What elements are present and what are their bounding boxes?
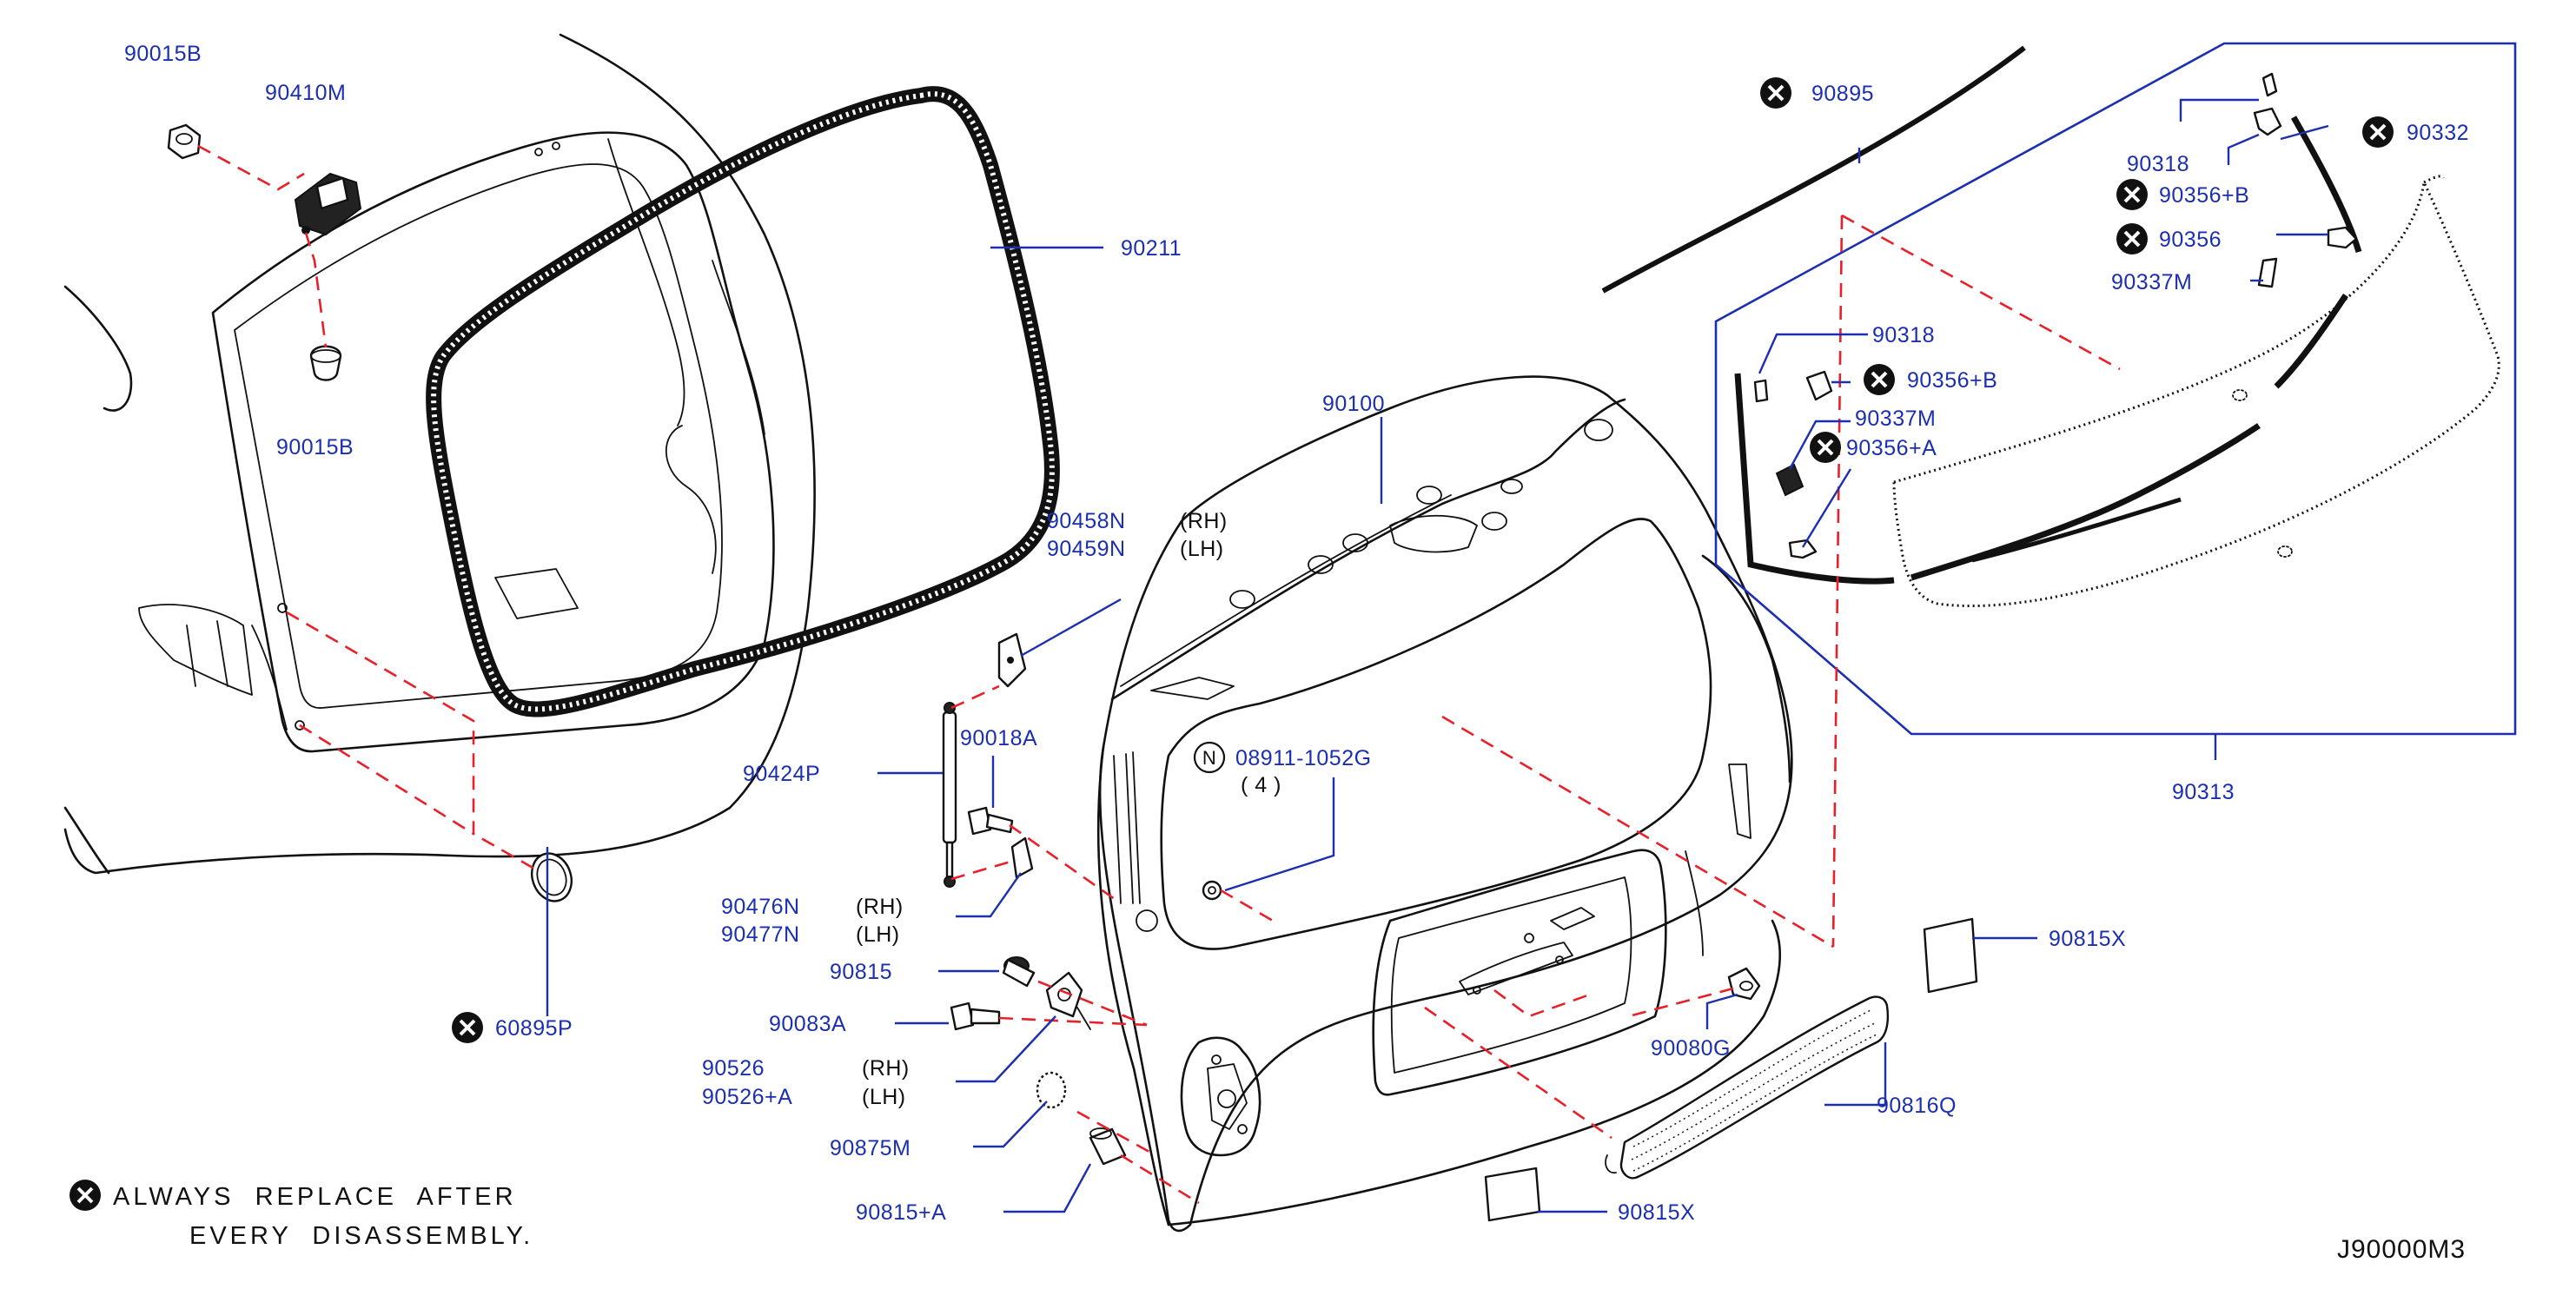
gas-strut-90424P [942, 702, 957, 888]
label-90080G: 90080G [1651, 1036, 1731, 1061]
clip-90080G [1727, 967, 1761, 1001]
label-90459N: 90459N [1047, 537, 1126, 561]
pad-90815X-bottom [1484, 1167, 1541, 1222]
x-circle-icon-90332 [2362, 116, 2394, 148]
label-90816Q: 90816Q [1877, 1094, 1957, 1118]
label-90313: 90313 [2172, 780, 2235, 804]
label-90015B-top: 90015B [124, 42, 202, 66]
bumper-90815 [1002, 956, 1036, 988]
garnish-90816Q [1605, 995, 1889, 1180]
label-90100: 90100 [1322, 392, 1385, 416]
x-circle-icon-60895P [452, 1012, 483, 1043]
glass-clips [1753, 72, 2358, 559]
back-glass-90313 [1734, 116, 2500, 608]
label-90015B-bottom: 90015B [276, 435, 354, 459]
label-90356: 90356 [2159, 228, 2222, 252]
side-lh-90477N: (LH) [856, 922, 900, 947]
leader-lines [546, 98, 2329, 1213]
side-rh-90526: (RH) [862, 1056, 910, 1081]
diagram-code: J90000M3 [2337, 1235, 2466, 1264]
n-circle-letter: N [1202, 747, 1216, 769]
label-90337M-top: 90337M [2111, 270, 2192, 294]
label-90356B-mid: 90356+B [1907, 368, 1997, 393]
label-08911-qty: ( 4 ) [1241, 773, 1281, 797]
x-circle-icon-90356B-mid [1864, 364, 1895, 395]
legend-line-1: ALWAYS REPLACE AFTER [113, 1183, 517, 1211]
label-08911-1052G: 08911-1052G [1235, 746, 1372, 770]
x-circle-icon-legend [70, 1180, 101, 1211]
label-90083A: 90083A [769, 1012, 846, 1036]
lock-90526 [1045, 971, 1091, 1030]
dashed-guide-lines [197, 144, 2121, 1205]
pad-90815X-right [1923, 917, 1978, 994]
label-90318-mid: 90318 [1872, 323, 1935, 347]
bumper-90875M [1036, 1071, 1067, 1109]
label-90332: 90332 [2407, 121, 2469, 145]
label-90211: 90211 [1121, 236, 1182, 261]
label-90815X-bottom: 90815X [1618, 1200, 1695, 1225]
n-circle-icon: N [1193, 741, 1226, 774]
back-door-panel-90100 [1096, 375, 1793, 1233]
label-90477N: 90477N [721, 922, 800, 947]
label-90018A: 90018A [960, 726, 1037, 750]
label-90895: 90895 [1811, 82, 1874, 106]
label-90410M: 90410M [265, 81, 346, 105]
weatherstrip-90211 [426, 86, 1060, 717]
nut-90015B-top [167, 123, 202, 160]
label-90476N: 90476N [721, 895, 800, 919]
x-circle-icon-90356B-top [2116, 179, 2148, 210]
label-90356B-top: 90356+B [2159, 183, 2249, 208]
label-90458N: 90458N [1047, 509, 1126, 533]
glass-assembly-frame [1714, 42, 2517, 736]
label-90815X-right: 90815X [2049, 927, 2126, 951]
body-opening-outline [63, 33, 816, 875]
roof-edge-90895 [1601, 45, 2026, 294]
label-90815A: 90815+A [856, 1200, 946, 1225]
hinge-90410M [294, 172, 362, 236]
label-90526: 90526 [702, 1056, 765, 1081]
label-90424P: 90424P [743, 762, 820, 786]
label-90356A: 90356+A [1846, 436, 1937, 460]
nut-08911-1052G [1202, 880, 1222, 901]
bolt-90018A [967, 806, 1014, 836]
x-circle-icon-90356A [1810, 432, 1841, 463]
bumper-90815A [1089, 1127, 1127, 1166]
bracket-90458N [997, 632, 1027, 688]
side-rh-90476N: (RH) [856, 895, 904, 919]
grommet-60895P [531, 852, 573, 902]
x-circle-icon-90356 [2116, 223, 2148, 254]
label-60895P: 60895P [495, 1016, 573, 1041]
clip-90015B-bottom [309, 345, 342, 381]
label-90815: 90815 [830, 960, 892, 984]
side-lh-90526A: (LH) [862, 1085, 906, 1109]
label-90526A: 90526+A [702, 1085, 792, 1109]
side-lh-90459N: (LH) [1180, 537, 1224, 561]
bolt-90083A [950, 1001, 1001, 1031]
bracket-90476N [1010, 836, 1034, 879]
label-90318-top: 90318 [2127, 152, 2189, 176]
label-90875M: 90875M [830, 1136, 911, 1160]
side-rh-90458N: (RH) [1180, 509, 1228, 533]
label-90337M-mid: 90337M [1855, 407, 1936, 431]
x-circle-icon-90895 [1760, 77, 1791, 109]
legend-line-2: EVERY DISASSEMBLY. [189, 1222, 533, 1250]
